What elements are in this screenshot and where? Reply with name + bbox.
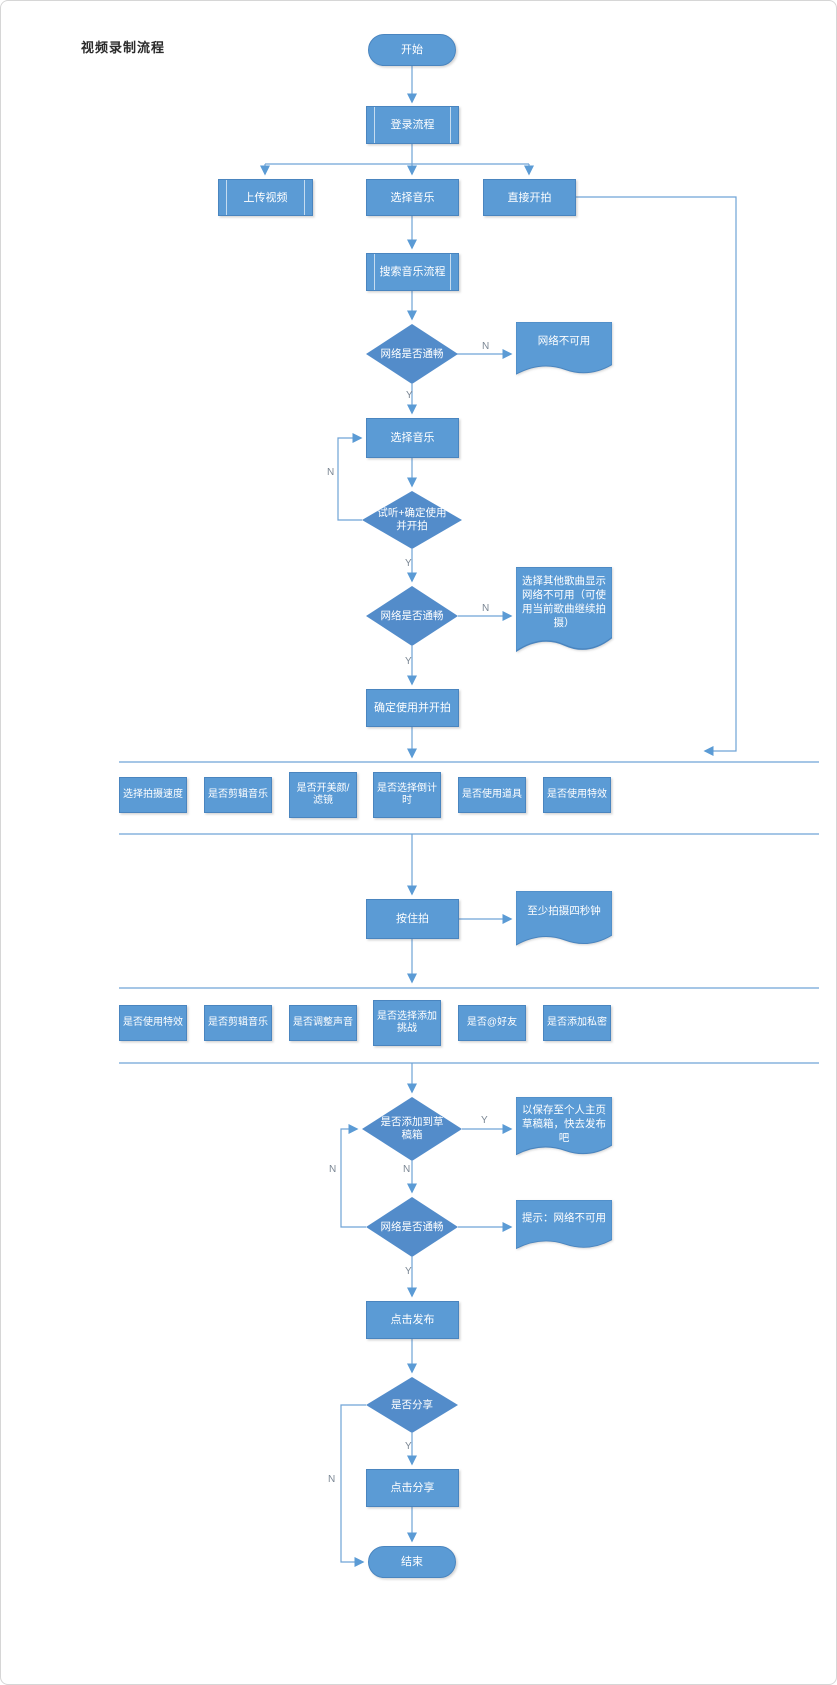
node-row1-effects: 是否使用特效 xyxy=(543,777,611,813)
node-doc-other-song: 选择其他歌曲显示网络不可用（可使用当前歌曲继续拍摄） xyxy=(516,567,612,659)
edge-label-n: N xyxy=(327,467,335,478)
edge-label-n: N xyxy=(328,1474,336,1485)
edge-label-n: N xyxy=(482,603,490,614)
edge-label-y: Y xyxy=(405,1441,412,1452)
node-row2-edit-music: 是否剪辑音乐 xyxy=(204,1005,272,1041)
document-shape xyxy=(516,891,612,946)
node-press-record: 按住拍 xyxy=(366,899,459,939)
edge-label-y: Y xyxy=(405,656,412,667)
edge-label-n: N xyxy=(403,1164,411,1175)
node-publish: 点击发布 xyxy=(366,1301,459,1339)
node-start: 开始 xyxy=(368,34,456,66)
edge-listen-loop-n xyxy=(337,432,363,521)
document-shape xyxy=(516,322,612,375)
node-doc-hint-net: 提示：网络不可用 xyxy=(516,1200,612,1254)
node-row1-beauty-filter: 是否开美颜/滤镜 xyxy=(289,772,357,818)
node-doc-min-duration: 至少拍摄四秒钟 xyxy=(516,891,612,951)
node-row2-add-challenge: 是否选择添加挑战 xyxy=(373,1000,441,1046)
node-listen-confirm: 试听+确定使用并开拍 xyxy=(362,491,462,549)
node-login-flow: 登录流程 xyxy=(366,106,459,144)
node-row2-at-friends: 是否@好友 xyxy=(458,1005,526,1041)
node-direct-shoot: 直接开拍 xyxy=(483,179,576,216)
edge-label-n: N xyxy=(329,1164,337,1175)
edge-label-y: Y xyxy=(406,390,413,401)
document-shape xyxy=(516,1200,612,1250)
node-net-check-2: 网络是否通畅 xyxy=(366,586,458,646)
node-doc-net-unavailable: 网络不可用 xyxy=(516,322,612,380)
document-shape xyxy=(516,567,612,653)
edge-share-end-n xyxy=(340,1404,366,1568)
node-row1-countdown: 是否选择倒计时 xyxy=(373,772,441,818)
node-doc-draft-saved: 以保存至个人主页草稿箱，快去发布吧 xyxy=(516,1097,612,1161)
edge-label-y: Y xyxy=(481,1115,488,1126)
node-search-music-flow: 搜索音乐流程 xyxy=(366,253,459,291)
node-choose-music-2: 选择音乐 xyxy=(366,418,459,458)
edge-label-y: Y xyxy=(405,558,412,569)
node-net-check-1: 网络是否通畅 xyxy=(366,324,458,384)
node-row1-props: 是否使用道具 xyxy=(458,777,526,813)
node-net-check-3: 网络是否通畅 xyxy=(366,1197,458,1257)
node-confirm-shoot: 确定使用并开拍 xyxy=(366,689,459,727)
node-row1-edit-music: 是否剪辑音乐 xyxy=(204,777,272,813)
node-draft-question: 是否添加到草稿箱 xyxy=(362,1097,462,1161)
node-upload-video: 上传视频 xyxy=(218,179,313,216)
document-shape xyxy=(516,1097,612,1156)
edge-direct-section xyxy=(576,196,737,757)
node-row2-effects: 是否使用特效 xyxy=(119,1005,187,1041)
node-end: 结束 xyxy=(368,1546,456,1578)
node-row1-speed: 选择拍摄速度 xyxy=(119,777,187,813)
node-row2-privacy: 是否添加私密 xyxy=(543,1005,611,1041)
node-click-share: 点击分享 xyxy=(366,1469,459,1507)
diagram-title: 视频录制流程 xyxy=(81,40,166,55)
node-choose-music: 选择音乐 xyxy=(366,179,459,216)
node-row2-adjust-sound: 是否调整声音 xyxy=(289,1005,357,1041)
node-share-question: 是否分享 xyxy=(366,1377,458,1433)
edge-label-n: N xyxy=(482,341,490,352)
edge-label-y: Y xyxy=(405,1266,412,1277)
